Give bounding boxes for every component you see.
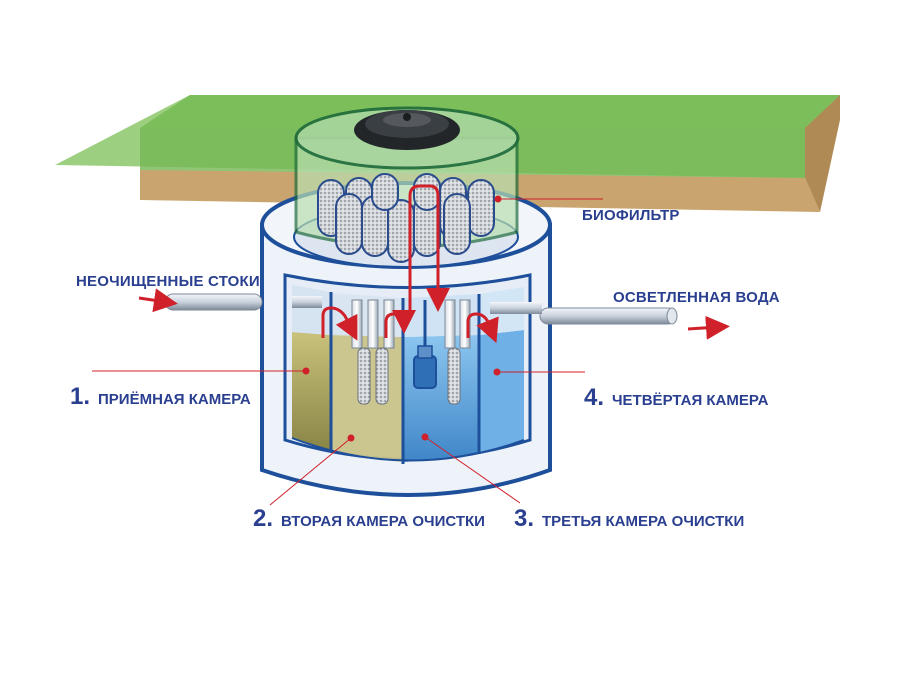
chambers (291, 285, 525, 464)
label-chamber-1: 1. ПРИЁМНАЯ КАМЕРА (70, 383, 251, 411)
label-inlet: НЕОЧИЩЕННЫЕ СТОКИ (76, 273, 260, 290)
chamber-4-number: 4. (584, 384, 605, 411)
label-outlet: ОСВЕТЛЕННАЯ ВОДА (613, 289, 780, 306)
pipes (164, 293, 678, 325)
label-chamber-3: 3. ТРЕТЬЯ КАМЕРА ОЧИСТКИ (514, 505, 744, 533)
leader-lines (92, 195, 603, 506)
chamber-2-number: 2. (253, 505, 274, 532)
chamber-1-number: 1. (70, 383, 91, 410)
chamber-1-text: ПРИЁМНАЯ КАМЕРА (98, 391, 251, 408)
chamber-2-text: ВТОРАЯ КАМЕРА ОЧИСТКИ (281, 513, 485, 530)
chamber-3-number: 3. (514, 505, 535, 532)
label-chamber-4: 4. ЧЕТВЁРТАЯ КАМЕРА (584, 384, 768, 412)
label-biofilter: БИОФИЛЬТР (582, 207, 680, 224)
chamber-3-text: ТРЕТЬЯ КАМЕРА ОЧИСТКИ (542, 513, 745, 530)
biofilter-module (294, 106, 520, 263)
label-chamber-2: 2. ВТОРАЯ КАМЕРА ОЧИСТКИ (253, 505, 485, 533)
flow-arrows (138, 184, 730, 344)
chamber-4-text: ЧЕТВЁРТАЯ КАМЕРА (612, 392, 769, 409)
